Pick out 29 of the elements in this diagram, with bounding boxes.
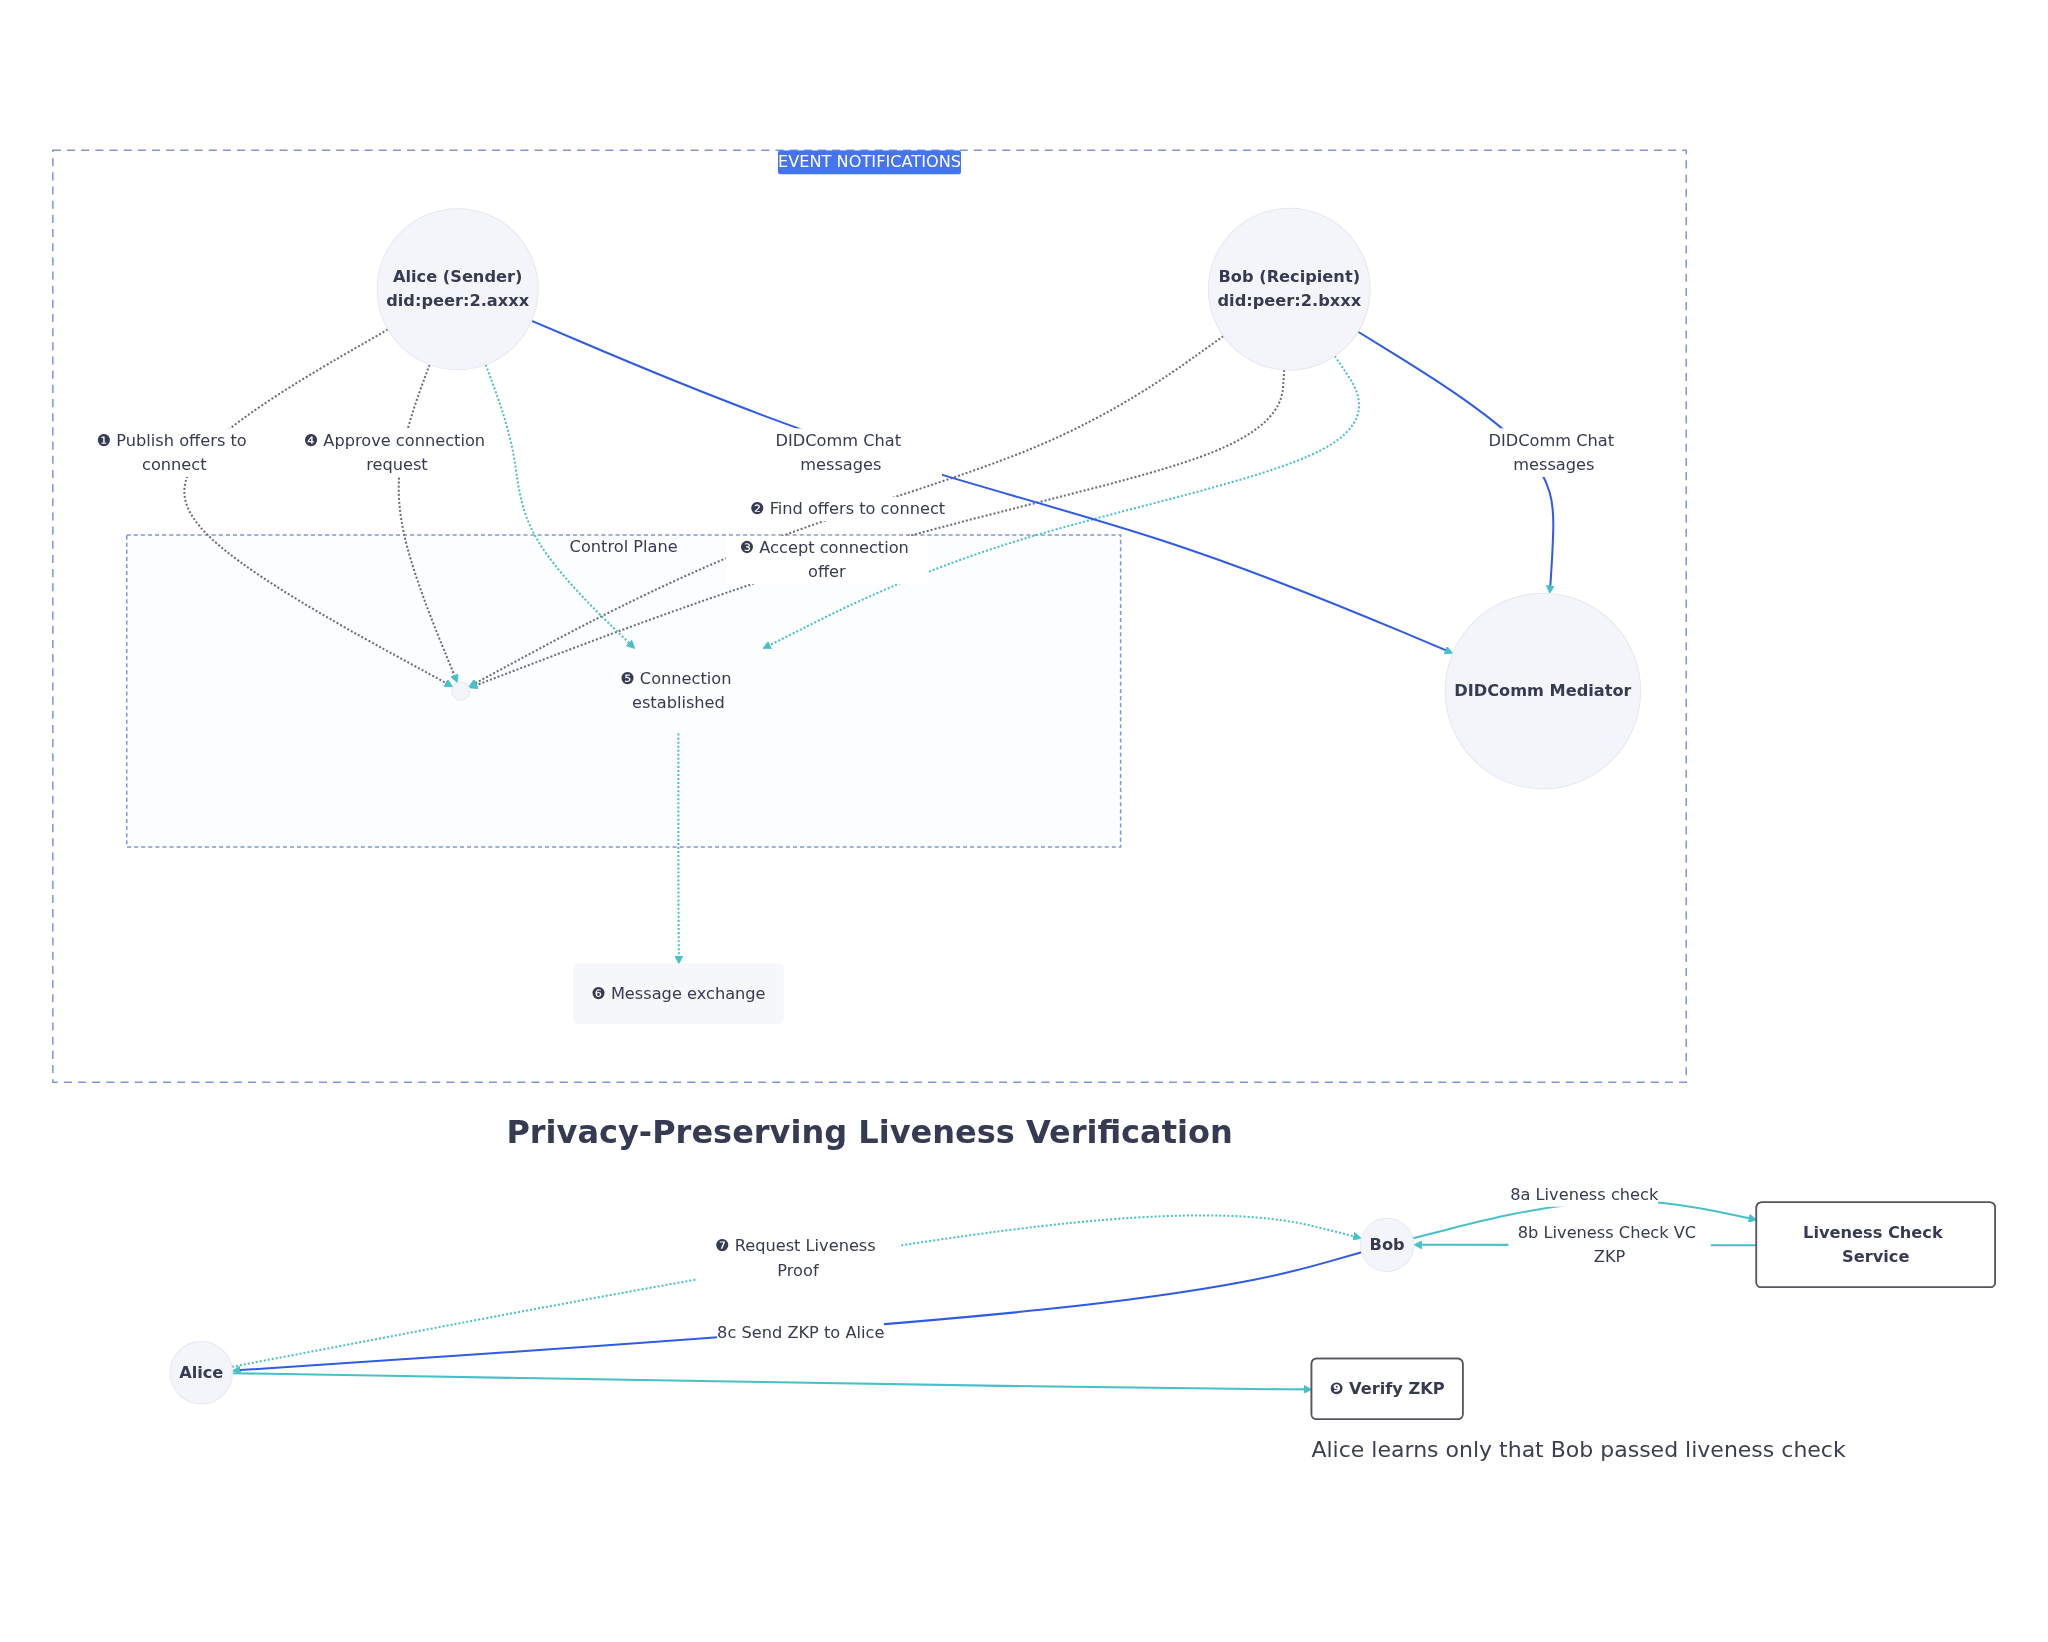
edge-label: ❸ Accept connection offer xyxy=(739,537,909,582)
edge-label: DIDComm Chat messages xyxy=(775,430,901,474)
node-circle: Bob (Recipient) did:peer:2.bxxx xyxy=(1207,207,1371,371)
edge-label: DIDComm Chat messages xyxy=(1488,430,1615,474)
arrow xyxy=(232,1251,1362,1375)
node-text: ❺ Connection established xyxy=(620,668,732,713)
node-circle: Alice xyxy=(169,1340,233,1405)
edge-label: ❹ Approve connection request xyxy=(303,430,486,474)
note-text: Alice learns only that Bob passed liveness check xyxy=(1311,1437,1846,1463)
node-circle: Bob xyxy=(1360,1217,1415,1272)
node-circle: DIDComm Mediator xyxy=(1444,592,1642,790)
edge-label: ❷ Find offers to connect xyxy=(749,498,946,519)
node-circle: Alice (Sender) did:peer:2.axxx xyxy=(376,208,539,371)
arrow xyxy=(183,328,454,688)
edge-label: 8c Send ZKP to Alice xyxy=(717,1322,885,1343)
arrow xyxy=(397,364,459,684)
arrow xyxy=(762,355,1360,649)
node-circle xyxy=(451,681,471,701)
edge-label: ❼ Request Liveness Proof xyxy=(714,1236,876,1280)
arrow xyxy=(531,319,1454,655)
arrow xyxy=(674,733,684,965)
edge-label: 8b Liveness Check VC ZKP xyxy=(1517,1222,1697,1267)
section-heading: Privacy-Preserving Liveness Verification xyxy=(506,1113,1233,1152)
node-box: ❻ Message exchange xyxy=(573,963,784,1025)
edge-label: ❶ Publish offers to connect xyxy=(96,430,247,474)
arrow xyxy=(484,364,636,649)
arrow xyxy=(468,369,1286,690)
arrow xyxy=(468,335,1224,688)
edge-label: 8a Liveness check xyxy=(1510,1184,1659,1204)
